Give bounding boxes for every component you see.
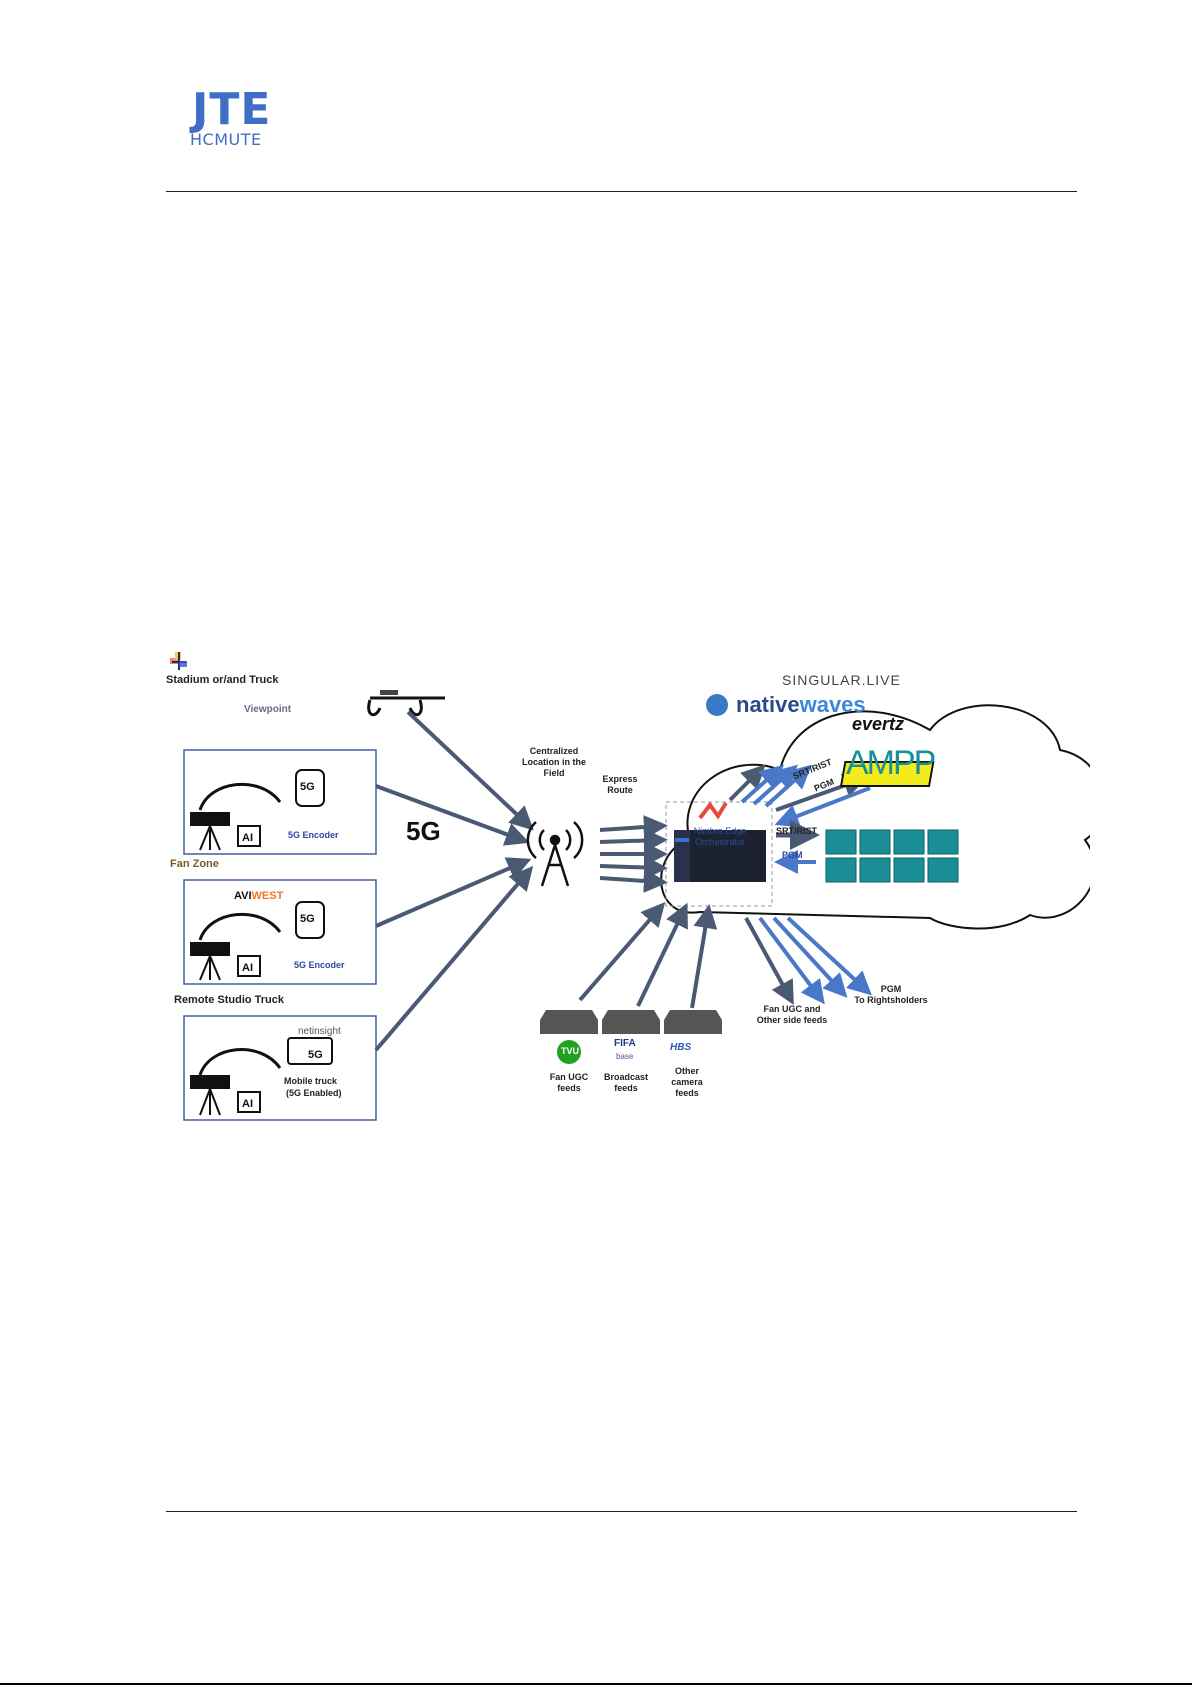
netinsight-brand: netinsight bbox=[298, 1026, 341, 1037]
svg-text:AI: AI bbox=[242, 1098, 253, 1110]
aviwest-prefix: AVI bbox=[234, 890, 252, 902]
feed-other: Other camera feeds bbox=[662, 1066, 712, 1099]
svg-text:5G: 5G bbox=[300, 913, 315, 925]
output-pgm-line1: PGM bbox=[880, 984, 902, 994]
remote-device-line2: (5G Enabled) bbox=[286, 1088, 342, 1098]
srt-rist-lower-label: SRT/RIST bbox=[776, 826, 818, 836]
evertz-badge bbox=[839, 761, 935, 787]
feed-tvu-badge: TVU bbox=[561, 1046, 579, 1056]
output-pgm: PGM To Rightsholders bbox=[846, 984, 936, 1006]
ampp-tiles bbox=[825, 829, 959, 883]
tower-label: Centralized Location in the Field bbox=[506, 746, 602, 779]
feed-other-line2: camera bbox=[671, 1077, 703, 1087]
stadium-device: 5G Encoder bbox=[288, 830, 339, 840]
link-fanzone bbox=[375, 857, 532, 928]
express-line1: Express bbox=[602, 774, 638, 784]
logo-hcmute: HCMUTE bbox=[190, 130, 262, 149]
link-stadium bbox=[375, 784, 530, 846]
curved-arrow-icon bbox=[198, 782, 282, 1076]
footer-rule bbox=[166, 1511, 1077, 1512]
nativewaves-part-a: native bbox=[736, 692, 800, 717]
express-line2: Route bbox=[607, 785, 633, 795]
svg-text:AI: AI bbox=[242, 962, 253, 974]
feed-other-line3: feeds bbox=[675, 1088, 699, 1098]
feed-server-icon bbox=[540, 1010, 722, 1034]
fifa-badge: FIFA bbox=[614, 1038, 636, 1049]
truck-icon bbox=[287, 1037, 333, 1065]
ai-chip-icon bbox=[237, 825, 261, 1113]
feed-other-line1: Other bbox=[674, 1066, 699, 1076]
svg-text:AI: AI bbox=[242, 832, 253, 844]
feed-broadcast-line1: Broadcast bbox=[603, 1072, 648, 1082]
stadium-label: Stadium or/and Truck bbox=[166, 674, 279, 686]
output-fan-line2: Other side feeds bbox=[756, 1015, 828, 1025]
tower-label-line3: Field bbox=[543, 768, 565, 778]
orchestrator-line2: Orchestrator bbox=[694, 837, 745, 847]
nativewaves-logo: nativewaves bbox=[736, 692, 866, 718]
header-rule bbox=[166, 191, 1077, 192]
hbs-badge: HBS bbox=[670, 1042, 692, 1053]
fifa-sub: base bbox=[616, 1052, 634, 1061]
fanzone-label: Fan Zone bbox=[170, 858, 219, 870]
remote-label: Remote Studio Truck bbox=[174, 994, 285, 1006]
orchestrator-box bbox=[665, 801, 773, 907]
aviwest-logo: AVIWEST bbox=[234, 890, 283, 902]
encoder-backpack-icon bbox=[295, 769, 325, 939]
diagram-canvas: AI AI AI 5G 5G 5G bbox=[183, 690, 1090, 1121]
nativewaves-part-b: waves bbox=[799, 692, 866, 717]
cell-tower-icon bbox=[526, 821, 584, 887]
tower-label-line1: Centralized bbox=[529, 746, 579, 756]
feed-broadcast-line2: feeds bbox=[614, 1083, 638, 1093]
svg-text:5G: 5G bbox=[308, 1049, 323, 1061]
viewpoint-logo: Viewpoint bbox=[244, 704, 292, 715]
drone-5g-tag: 5G bbox=[383, 670, 398, 682]
aviwest-suffix: WEST bbox=[251, 890, 284, 902]
output-pgm-line2: To Rightsholders bbox=[854, 995, 928, 1005]
feed-broadcast: Broadcast feeds bbox=[600, 1072, 652, 1094]
drone-icon bbox=[367, 690, 445, 717]
bullet-icon bbox=[170, 652, 187, 670]
feed-fan-line1: Fan UGC bbox=[549, 1072, 589, 1082]
link-drone bbox=[406, 710, 534, 831]
feed-fan-line2: feeds bbox=[557, 1083, 581, 1093]
cloud-shape bbox=[660, 704, 1090, 930]
network-5g-label: 5G bbox=[406, 816, 441, 846]
ampp-logo: AMPP bbox=[846, 744, 936, 782]
logo-jte: JTE bbox=[192, 84, 272, 135]
network-diagram: AI AI AI 5G 5G 5G bbox=[166, 664, 1090, 1160]
orchestrator-line1: Nimbra Edge bbox=[693, 826, 747, 836]
express-route-label: Express Route bbox=[594, 774, 646, 796]
fanzone-device: 5G Encoder bbox=[294, 960, 345, 970]
orchestrator-label: Nimbra Edge Orchestrator bbox=[670, 826, 770, 848]
svg-text:5G: 5G bbox=[300, 781, 315, 793]
drone-tvu-badge: TVU bbox=[408, 664, 428, 675]
nativewaves-icon bbox=[706, 694, 728, 716]
feed-fan-ugc: Fan UGC feeds bbox=[546, 1072, 592, 1094]
pgm-lower-label: PGM bbox=[782, 850, 803, 860]
page-edge bbox=[0, 1683, 1192, 1685]
output-fan-ugc: Fan UGC and Other side feeds bbox=[750, 1004, 834, 1026]
output-fan-line1: Fan UGC and bbox=[763, 1004, 821, 1014]
camera-icon bbox=[190, 812, 230, 1116]
tvu-feed-badge bbox=[557, 1040, 581, 1064]
singular-live-logo: SINGULAR.LIVE bbox=[782, 672, 901, 688]
remote-device-line1: Mobile truck bbox=[284, 1076, 338, 1086]
netinsight-logo bbox=[698, 801, 728, 820]
link-remote bbox=[374, 865, 534, 1052]
evertz-logo: evertz bbox=[852, 714, 905, 734]
tower-label-line2: Location in the bbox=[522, 757, 586, 767]
